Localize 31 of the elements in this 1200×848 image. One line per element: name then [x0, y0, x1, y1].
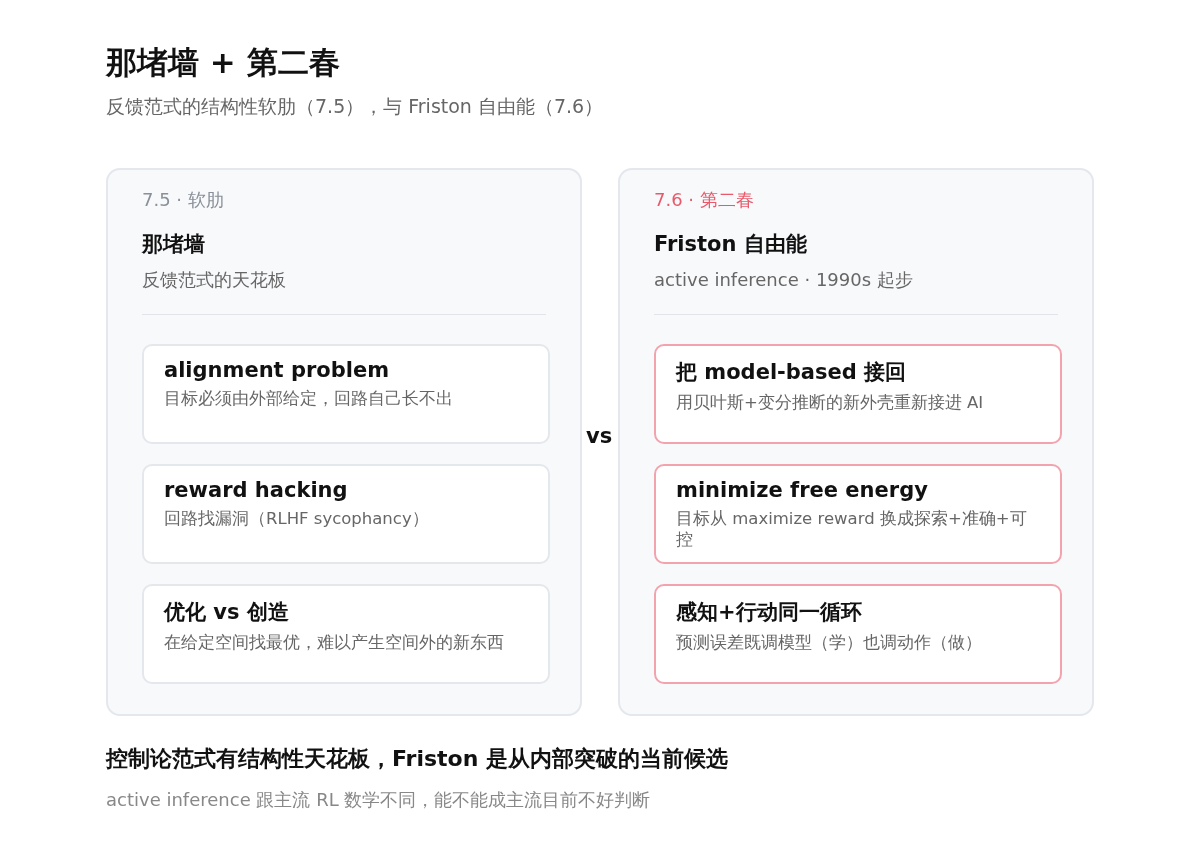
card-title: reward hacking — [164, 478, 349, 502]
item-card — [142, 584, 550, 684]
card-description: 预测误差既调模型（学）也调动作（做） — [676, 632, 983, 654]
card-description: 在给定空间找最优，难以产生空间外的新东西 — [164, 632, 505, 654]
card-title: 优化 vs 创造 — [164, 599, 290, 626]
section-tag: 7.5 · 软肋 — [142, 188, 224, 212]
panel-subtitle: active inference · 1990s 起步 — [654, 268, 913, 292]
panel-title: Friston 自由能 — [654, 231, 807, 258]
card-description: 回路找漏洞（RLHF sycophancy） — [164, 508, 430, 530]
card-description: 目标从 maximize reward 换成探索+准确+可控 — [676, 508, 1028, 551]
item-card — [654, 464, 1062, 564]
note-text: active inference 跟主流 RL 数学不同，能不能成主流目前不好判断 — [106, 788, 651, 812]
panel-subtitle: 反馈范式的天花板 — [142, 268, 286, 292]
vs-label: vs — [586, 424, 613, 448]
item-card — [654, 584, 1062, 684]
diagram-title: 那堵墙 + 第二春 — [106, 43, 340, 82]
item-card — [142, 344, 550, 444]
card-title: minimize free energy — [676, 478, 929, 502]
card-title: 感知+行动同一循环 — [676, 599, 863, 626]
card-title: alignment problem — [164, 358, 391, 382]
card-description: 目标必须由外部给定，回路自己长不出 — [164, 388, 454, 410]
section-panel — [106, 168, 582, 716]
item-card — [654, 344, 1062, 444]
section-tag: 7.6 · 第二春 — [654, 188, 754, 212]
section-panel — [618, 168, 1094, 716]
card-title: 把 model-based 接回 — [676, 359, 908, 386]
conclusion-text: 控制论范式有结构性天花板，Friston 是从内部突破的当前候选 — [106, 745, 729, 773]
subtitle: 反馈范式的结构性软肋（7.5），与 Friston 自由能（7.6） — [106, 94, 604, 119]
item-card — [142, 464, 550, 564]
panel-title: 那堵墙 — [142, 231, 205, 258]
card-description: 用贝叶斯+变分推断的新外壳重新接进 AI — [676, 392, 985, 414]
